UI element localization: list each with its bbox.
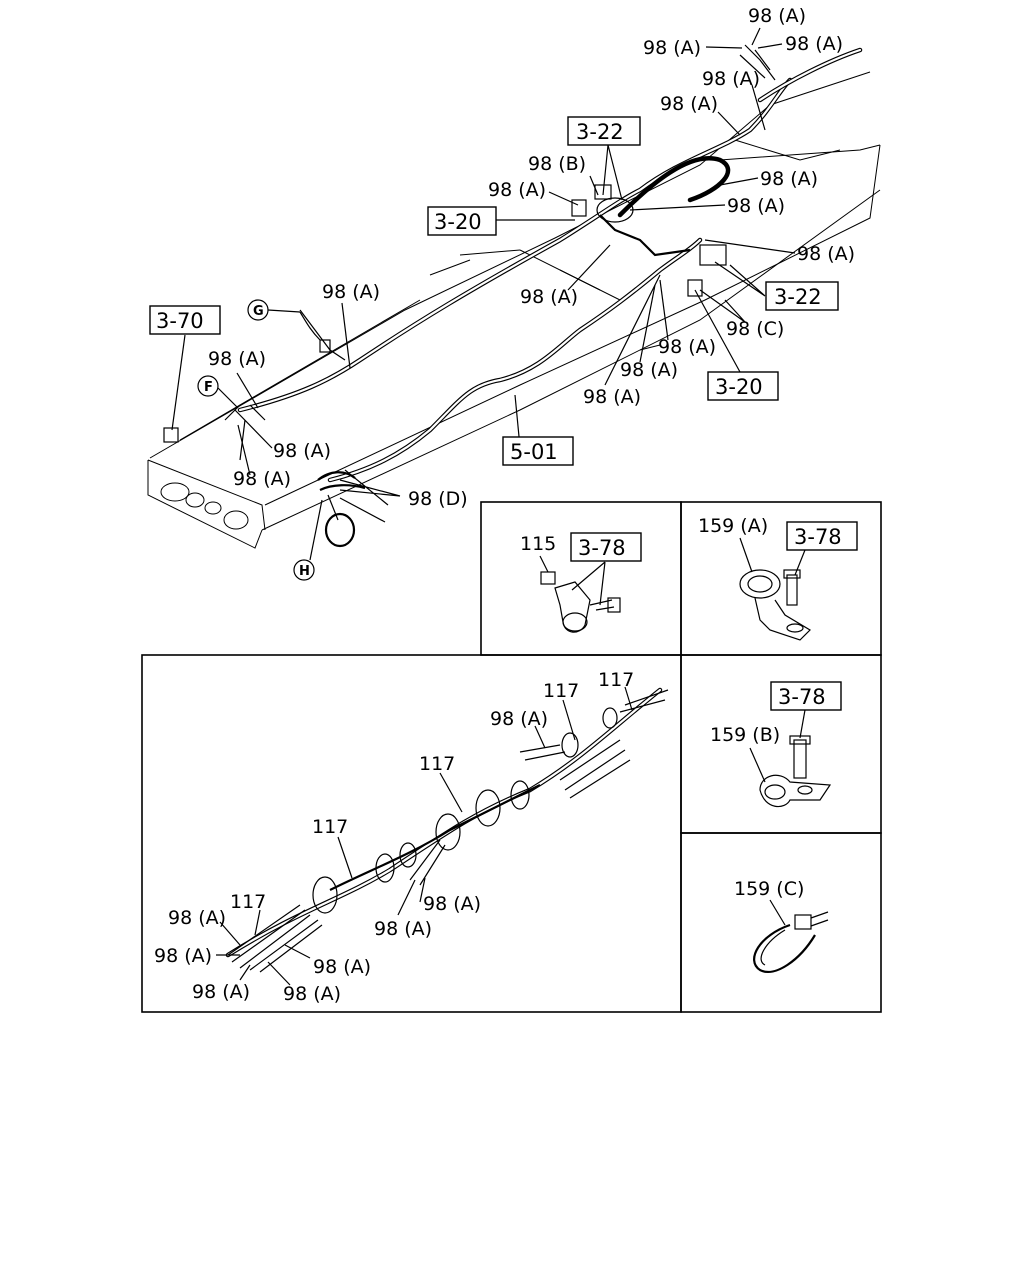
detail-panels xyxy=(141,501,882,1013)
label-98a: 98 (A) xyxy=(620,359,678,381)
label-98b: 98 (B) xyxy=(528,153,586,175)
label-159c: 159 (C) xyxy=(734,878,804,900)
label-98a: 98 (A) xyxy=(583,386,641,408)
label-98a: 98 (A) xyxy=(643,37,701,59)
ref-3-20: 3-20 xyxy=(434,210,482,234)
marker-g: G xyxy=(253,304,264,319)
label-98a: 98 (A) xyxy=(273,440,331,462)
label-98a: 98 (A) xyxy=(658,336,716,358)
ref-3-78: 3-78 xyxy=(578,536,626,560)
label-98a: 98 (A) xyxy=(283,983,341,1005)
panel-clip-159b: 3-78 159 (B) xyxy=(710,681,842,808)
ref-3-20: 3-20 xyxy=(715,375,763,399)
panel-harness-117: 117 117 98 (A) 117 117 117 98 (A) 98 (A)… xyxy=(154,669,669,1005)
label-117: 117 xyxy=(419,753,455,775)
label-98a: 98 (A) xyxy=(488,179,546,201)
label-98a: 98 (A) xyxy=(313,956,371,978)
label-98a: 98 (A) xyxy=(727,195,785,217)
label-117: 117 xyxy=(543,680,579,702)
callouts-top: 98 (A) 98 (A) 98 (A) 98 (A) 98 (A) 98 (B… xyxy=(208,5,855,510)
ref-3-78: 3-78 xyxy=(778,685,826,709)
label-98a: 98 (A) xyxy=(760,168,818,190)
label-115: 115 xyxy=(520,533,556,555)
ref-5-01: 5-01 xyxy=(510,440,558,464)
label-98a: 98 (A) xyxy=(748,5,806,27)
leader-lines-top xyxy=(171,27,796,561)
marker-f: F xyxy=(204,380,213,395)
label-98a: 98 (A) xyxy=(520,286,578,308)
circle-markers: G F H xyxy=(197,299,315,581)
label-98a: 98 (A) xyxy=(154,945,212,967)
label-98c: 98 (C) xyxy=(726,318,784,340)
marker-h: H xyxy=(299,564,310,579)
panel-clip-115: 115 3-78 xyxy=(520,532,642,633)
label-98a: 98 (A) xyxy=(660,93,718,115)
ref-3-22: 3-22 xyxy=(774,285,822,309)
label-159b: 159 (B) xyxy=(710,724,780,746)
label-98a: 98 (A) xyxy=(208,348,266,370)
main-harness xyxy=(163,44,863,548)
label-98a: 98 (A) xyxy=(423,893,481,915)
label-117: 117 xyxy=(312,816,348,838)
ref-3-70: 3-70 xyxy=(156,309,204,333)
ref-3-22: 3-22 xyxy=(576,120,624,144)
reference-boxes-top: 3-22 3-20 3-22 3-20 3-70 5-01 xyxy=(149,116,839,466)
label-117: 117 xyxy=(230,891,266,913)
label-98a: 98 (A) xyxy=(192,981,250,1003)
panel-clip-159c: 159 (C) xyxy=(734,878,829,973)
label-98a: 98 (A) xyxy=(702,68,760,90)
ref-3-78: 3-78 xyxy=(794,525,842,549)
label-98a: 98 (A) xyxy=(797,243,855,265)
panel-clip-159a: 159 (A) 3-78 xyxy=(698,515,858,641)
label-98a: 98 (A) xyxy=(374,918,432,940)
label-159a: 159 (A) xyxy=(698,515,768,537)
label-98a: 98 (A) xyxy=(168,907,226,929)
label-117: 117 xyxy=(598,669,634,691)
label-98a: 98 (A) xyxy=(233,468,291,490)
label-98a: 98 (A) xyxy=(785,33,843,55)
label-98a: 98 (A) xyxy=(490,708,548,730)
label-98a: 98 (A) xyxy=(322,281,380,303)
label-98d: 98 (D) xyxy=(408,488,468,510)
